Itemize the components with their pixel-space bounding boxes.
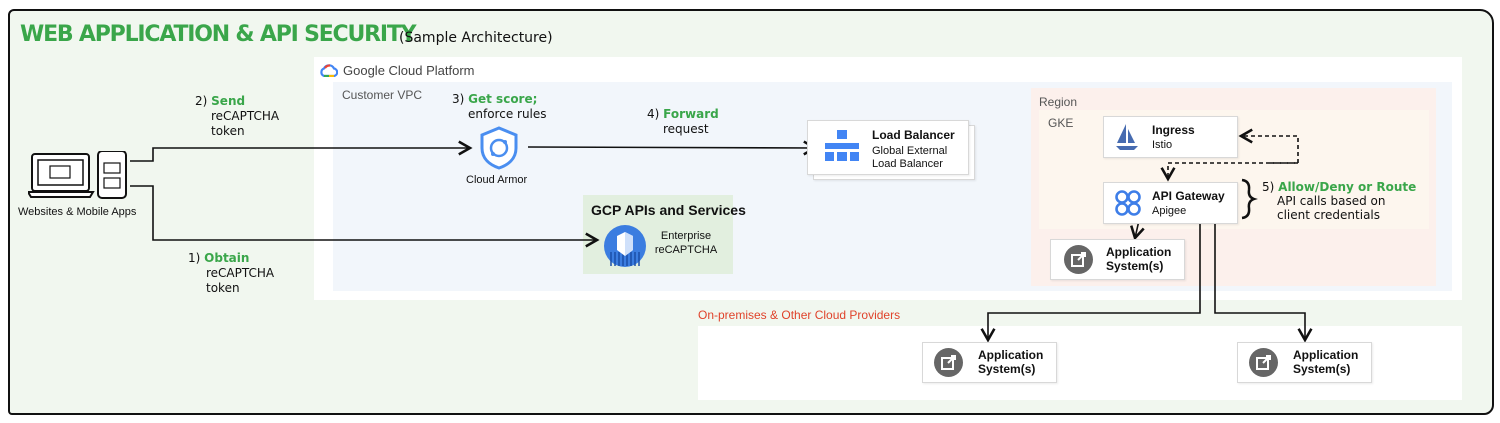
google-cloud-icon: [320, 64, 338, 77]
ingress-title: Ingress: [1152, 123, 1195, 137]
api-gateway-title: API Gateway: [1152, 189, 1225, 203]
diagram-subtitle: (Sample Architecture): [399, 30, 553, 46]
gcp-zone-label: Google Cloud Platform: [320, 63, 475, 78]
arrow-gateway-to-onprem-2: [1214, 222, 1313, 343]
app-system-onprem-2-line1: Application: [1293, 348, 1359, 362]
step-5-label: 5) Allow/Deny or Route API calls based o…: [1262, 180, 1416, 222]
load-balancer-icon: [825, 130, 859, 161]
external-link-icon: [1064, 245, 1093, 274]
gcp-zone-text: Google Cloud Platform: [343, 63, 475, 78]
app-system-onprem-1-line2: System(s): [978, 362, 1036, 376]
arrow-obtain-token: [130, 185, 600, 248]
app-system-onprem-1-line1: Application: [978, 348, 1044, 362]
clients-label: Websites & Mobile Apps: [18, 206, 137, 218]
external-link-icon: [1249, 348, 1278, 377]
laptop-phone-icon: [28, 151, 127, 199]
brace-symbol: [1241, 178, 1258, 220]
arrow-gateway-to-onprem-1: [980, 222, 1201, 343]
step-1-line1: reCAPTCHA: [206, 266, 275, 280]
arrow-send-token: [130, 140, 473, 162]
app-system-gke-line2: System(s): [1106, 259, 1164, 273]
step-2-line1: reCAPTCHA: [211, 109, 280, 123]
vpc-zone-label: Customer VPC: [342, 88, 423, 102]
app-system-onprem-1-label: Application System(s): [978, 348, 1043, 376]
step-4-line1: request: [663, 122, 709, 136]
app-system-onprem-2-line2: System(s): [1293, 362, 1351, 376]
recaptcha-line1: Enterprise: [660, 230, 712, 242]
app-system-gke-label: Application System(s): [1106, 245, 1171, 273]
step-5-line1: API calls based on: [1277, 194, 1386, 208]
api-gateway-card[interactable]: API Gateway Apigee: [1103, 182, 1238, 224]
external-link-icon: [934, 348, 963, 377]
arrow-forward-request: [527, 140, 818, 156]
step-3-number: 3): [452, 92, 465, 106]
step-1-line2: token: [206, 281, 240, 295]
app-system-gke-line1: Application: [1106, 245, 1172, 259]
step-3-line1: enforce rules: [468, 107, 547, 121]
cloud-armor-label: Cloud Armor: [466, 174, 528, 186]
region-zone-label: Region: [1039, 95, 1078, 109]
step-1-action: Obtain: [204, 251, 250, 265]
istio-icon: [1116, 124, 1138, 150]
app-system-onprem-2-card[interactable]: Application System(s): [1237, 342, 1372, 383]
step-4-number: 4): [647, 107, 660, 121]
step-2-number: 2): [195, 94, 208, 108]
app-system-gke-card[interactable]: Application System(s): [1050, 239, 1185, 280]
arrow-gateway-to-ingress: [1238, 128, 1299, 164]
step-3-action: Get score;: [468, 92, 538, 106]
cloud-armor-icon: [480, 126, 518, 170]
api-gateway-sub: Apigee: [1152, 205, 1187, 217]
ingress-card[interactable]: Ingress Istio: [1103, 116, 1238, 158]
step-5-number: 5): [1262, 180, 1275, 194]
recaptcha-label: Enterprise reCAPTCHA: [654, 229, 718, 257]
step-2-action: Send: [211, 94, 246, 108]
load-balancer-card[interactable]: Load Balancer Global External Load Balan…: [807, 120, 969, 175]
step-1-number: 1): [188, 251, 201, 265]
apigee-icon: [1115, 190, 1141, 216]
load-balancer-sub: Global External Load Balancer: [872, 145, 947, 171]
step-2-label: 2) Send reCAPTCHA token: [195, 94, 279, 139]
step-4-action: Forward: [663, 107, 719, 121]
ingress-sub: Istio: [1152, 139, 1173, 151]
load-balancer-title: Load Balancer: [872, 128, 955, 142]
step-1-label: 1) Obtain reCAPTCHA token: [188, 251, 274, 296]
recaptcha-icon: [604, 225, 646, 267]
arrow-ingress-to-gateway: [1160, 162, 1298, 182]
load-balancer-line2: Load Balancer: [872, 158, 943, 170]
app-system-onprem-1-card[interactable]: Application System(s): [922, 342, 1057, 383]
gcp-apis-zone-label: GCP APIs and Services: [591, 202, 746, 218]
step-5-action: Allow/Deny or Route: [1278, 180, 1417, 194]
app-system-onprem-2-label: Application System(s): [1293, 348, 1358, 376]
recaptcha-line2: reCAPTCHA: [654, 244, 718, 256]
step-2-line2: token: [211, 124, 245, 138]
load-balancer-line1: Global External: [872, 145, 948, 157]
step-3-label: 3) Get score; enforce rules: [452, 92, 547, 122]
diagram-title: WEB APPLICATION & API SECURITY: [20, 22, 417, 47]
onprem-zone-label: On-premises & Other Cloud Providers: [698, 308, 901, 322]
step-4-label: 4) Forward request: [647, 107, 719, 137]
gke-zone-label: GKE: [1048, 116, 1074, 130]
step-5-line2: client credentials: [1277, 208, 1381, 222]
